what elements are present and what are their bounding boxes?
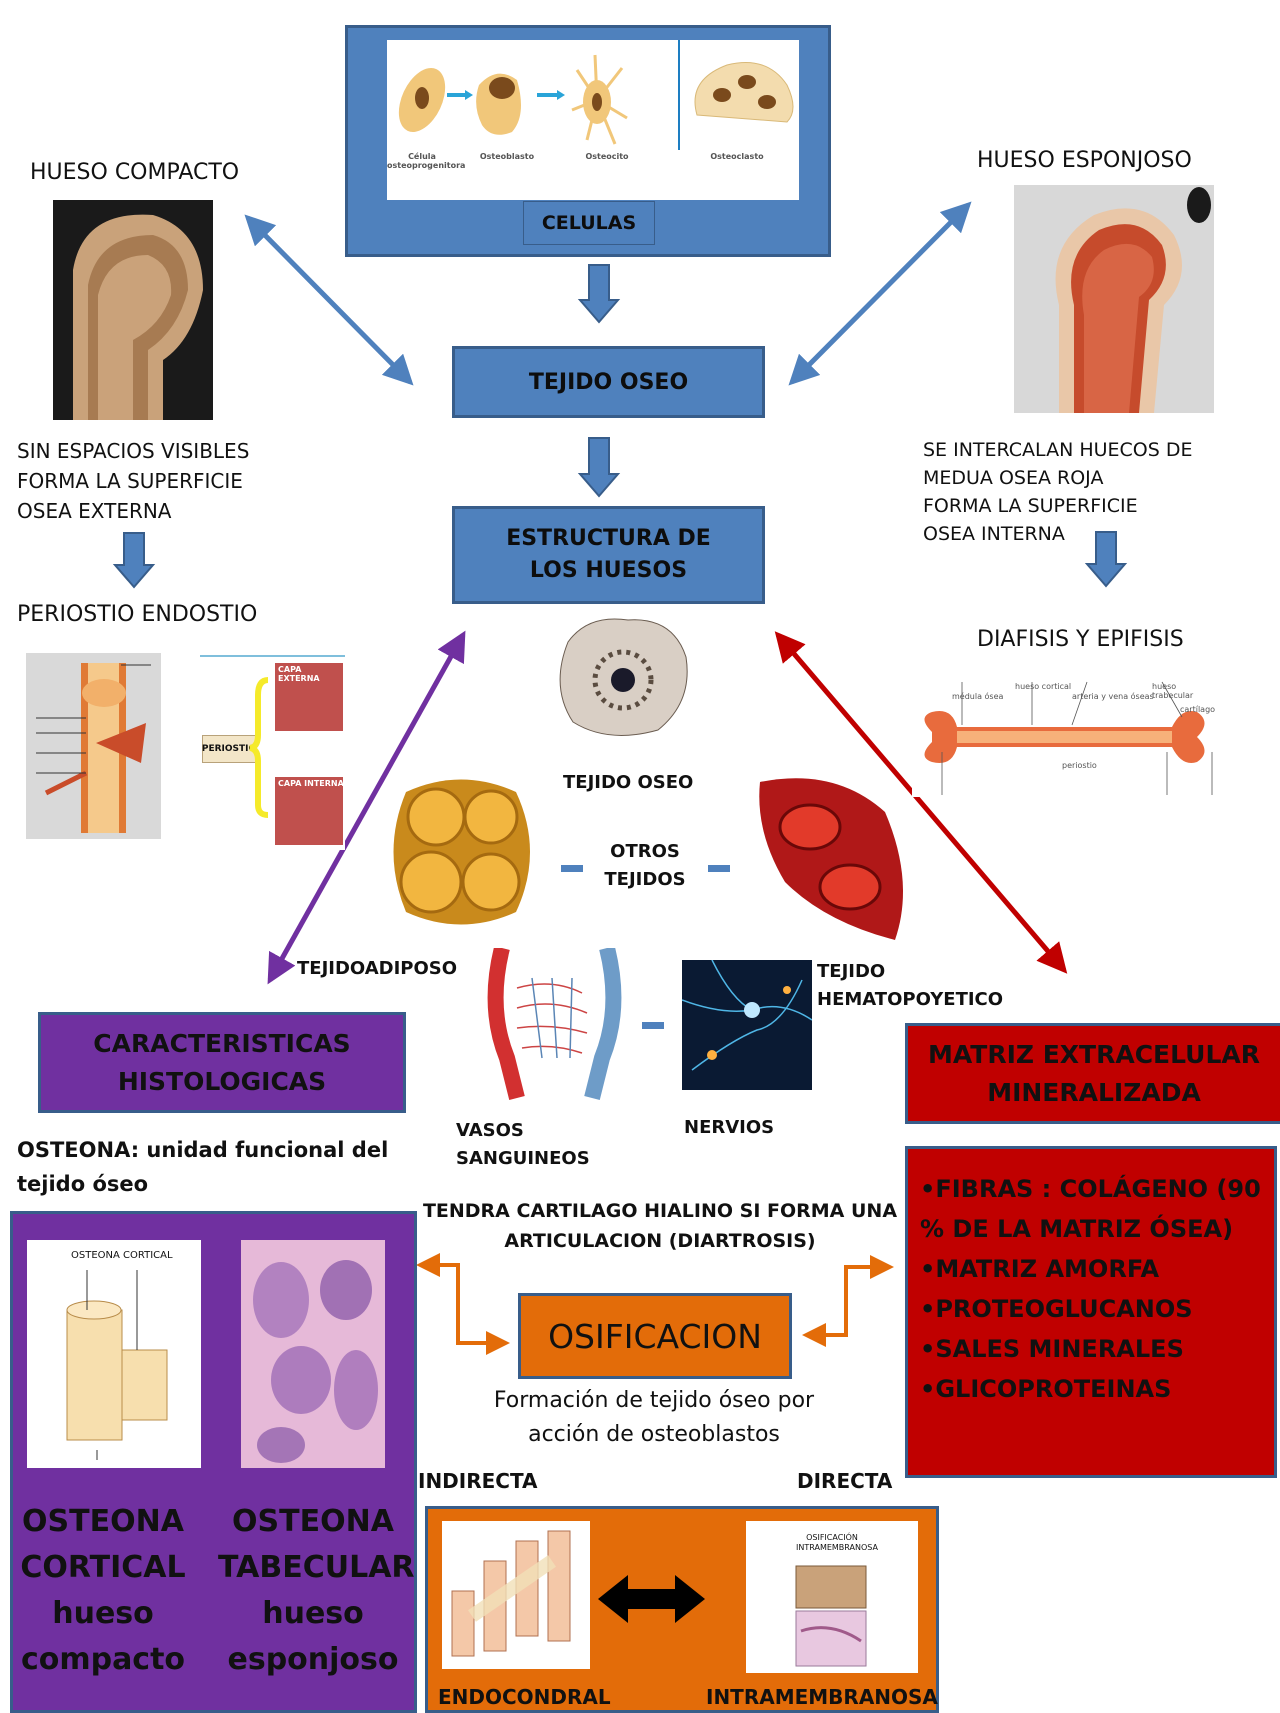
capa-externa-label: CAPA EXTERNA	[278, 665, 320, 683]
osteona-trabecular-image	[241, 1240, 385, 1468]
estructura-box: ESTRUCTURA DE LOS HUESOS	[452, 506, 765, 604]
periostio-title: PERIOSTIO ENDOSTIO	[17, 602, 258, 627]
vasos-label: VASOS SANGUINEOS	[456, 1120, 590, 1169]
esponjoso-desc: SE INTERCALAN HUECOS DE MEDUA OSEA ROJA …	[923, 439, 1193, 545]
tejido-adiposo-label: TEJIDOADIPOSO	[297, 958, 458, 979]
osteona-definition: OSTEONA: unidad funcional del tejido óse…	[17, 1138, 389, 1196]
matriz-item-4: •SALES MINERALES	[920, 1335, 1184, 1363]
down-arrow-right	[1084, 531, 1128, 588]
matriz-items-box: •FIBRAS : COLÁGENO (90 % DE LA MATRIZ ÓS…	[905, 1146, 1277, 1478]
indirecta-label: INDIRECTA	[418, 1469, 538, 1493]
cells-label: CELULAS	[541, 212, 637, 234]
periostio-bone-image	[26, 653, 161, 839]
tejido-hematopoyetico-label: TEJIDO HEMATOPOYETICO	[817, 961, 1004, 1010]
nervios-label: NERVIOS	[684, 1117, 775, 1138]
bone-label-1: médula ósea	[952, 692, 1004, 701]
down-arrow-1	[577, 264, 621, 324]
intramembranosa-fig-title: OSIFICACIÓN INTRAMEMBRANOSA	[796, 1533, 878, 1552]
down-arrow-left	[112, 532, 156, 589]
tejido-oseo-caption: TEJIDO OSEO	[563, 772, 694, 793]
diafisis-title: DIAFISIS Y EPIFISIS	[977, 627, 1184, 652]
otros-tejidos-label: OTROS TEJIDOS	[604, 841, 686, 890]
osteona-cortical-text: OSTEONA CORTICAL hueso compacto	[20, 1504, 186, 1677]
capa-interna-label: CAPA INTERNA	[278, 779, 344, 788]
hueso-compacto-title: HUESO COMPACTO	[30, 160, 240, 185]
matriz-box: MATRIZ EXTRACELULAR MINERALIZADA	[905, 1023, 1280, 1124]
hematopoyetico-image	[755, 772, 907, 944]
diafisis-image: médula ósea hueso cortical arteria y ven…	[912, 677, 1217, 797]
double-black-arrow	[598, 1575, 705, 1623]
osificacion-box: OSIFICACION	[518, 1293, 792, 1379]
compacto-desc: SIN ESPACIOS VISIBLES FORMA LA SUPERFICI…	[17, 439, 250, 523]
bone-label-3: arteria y vena óseas	[1072, 692, 1154, 701]
arrow-esponjoso-tejido	[788, 201, 972, 386]
vasos-image	[482, 948, 627, 1100]
hueso-compacto-image	[53, 200, 213, 420]
arrow-compacto-tejido	[244, 214, 414, 386]
osteona-cortical-fig-title: OSTEONA CORTICAL	[71, 1250, 173, 1261]
matriz-item-2: •MATRIZ AMORFA	[920, 1255, 1160, 1283]
dash-3	[642, 1022, 664, 1029]
directa-label: DIRECTA	[797, 1469, 893, 1493]
bone-label-6: periostio	[1062, 761, 1097, 770]
cell-caption-2: Osteoblasto	[479, 152, 535, 161]
osteona-cortical-image: OSTEONA CORTICAL	[27, 1240, 201, 1468]
periostio-mini-label: PERIOSTIO	[202, 735, 256, 763]
intramembranosa-image: OSIFICACIÓN INTRAMEMBRANOSA	[746, 1521, 918, 1673]
matriz-item-5: •GLICOPROTEINAS	[920, 1375, 1172, 1403]
tejido-oseo-box: TEJIDO OSEO	[452, 346, 765, 418]
arrow-estructura-histologicas	[267, 630, 466, 985]
down-arrow-2	[577, 437, 621, 498]
osteona-trabecular-text: OSTEONA TABECULAR hueso esponjoso	[218, 1504, 415, 1677]
histologicas-box: CARACTERISTICAS HISTOLOGICAS	[38, 1012, 406, 1113]
adipose-image	[386, 772, 538, 932]
endocondral-image	[442, 1521, 590, 1669]
cells-illustration: Célula osteoprogenitora Osteoblasto Oste…	[387, 40, 799, 200]
bone-label-5: cartílago	[1180, 705, 1216, 714]
dash-2	[708, 865, 730, 872]
estructura-label: ESTRUCTURA DE LOS HUESOS	[506, 526, 711, 583]
cell-caption-1: Célula osteoprogenitora	[387, 152, 466, 170]
endocondral-label: ENDOCONDRAL	[438, 1685, 611, 1709]
tejido-oseo-label: TEJIDO OSEO	[528, 369, 689, 395]
histologicas-label: CARACTERISTICAS HISTOLOGICAS	[93, 1028, 351, 1096]
osificacion-label: OSIFICACION	[548, 1316, 762, 1356]
bone-label-4: hueso trabecular	[1152, 682, 1194, 700]
osificacion-desc: Formación de tejido óseo por acción de o…	[493, 1388, 815, 1447]
bone-label-2: hueso cortical	[1015, 682, 1072, 691]
hueso-esponjoso-image	[1014, 185, 1214, 413]
arrow-estructura-matriz	[774, 631, 1068, 974]
cartilago-text: TENDRA CARTILAGO HIALINO SI FORMA UNA AR…	[422, 1200, 898, 1252]
matriz-item-3: •PROTEOGLUCANOS	[920, 1295, 1193, 1323]
cells-panel: Célula osteoprogenitora Osteoblasto Oste…	[345, 25, 831, 257]
ossification-types-panel: OSIFICACIÓN INTRAMEMBRANOSA ENDOCONDRAL …	[425, 1506, 939, 1713]
hueso-esponjoso-title: HUESO ESPONJOSO	[977, 148, 1192, 173]
matriz-item-1: •FIBRAS : COLÁGENO (90 % DE LA MATRIZ ÓS…	[920, 1175, 1261, 1243]
osteona-panel: OSTEONA CORTICAL OSTEONA CORTICAL hueso …	[10, 1211, 417, 1713]
matriz-label: MATRIZ EXTRACELULAR MINERALIZADA	[927, 1039, 1261, 1107]
cell-caption-4: Osteoclasto	[710, 152, 764, 161]
intramembranosa-label: INTRAMEMBRANOSA	[706, 1685, 938, 1709]
dash-1	[561, 865, 583, 872]
cells-label-box: CELULAS	[523, 201, 655, 245]
cell-caption-3: Osteocito	[585, 152, 629, 161]
periostio-diagram: PERIOSTIO CAPA EXTERNA CAPA INTERNA	[200, 655, 345, 850]
nervios-image	[682, 960, 812, 1090]
tejido-oseo-image	[548, 612, 693, 742]
